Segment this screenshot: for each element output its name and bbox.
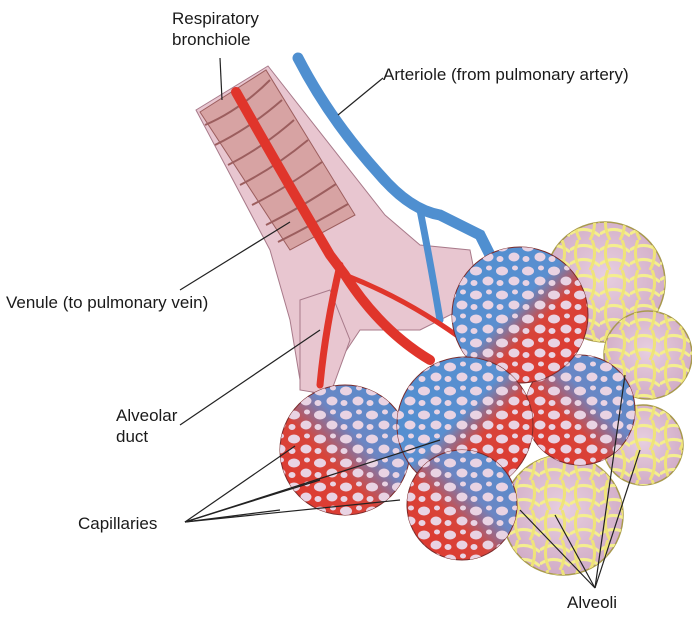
alveoli-label: Alveoli (567, 592, 617, 613)
alveolar-duct-label-line1: Alveolar (116, 405, 177, 426)
venule-label: Venule (to pulmonary vein) (6, 292, 208, 313)
arteriole-label: Arteriole (from pulmonary artery) (383, 64, 629, 85)
capillaries-label: Capillaries (78, 513, 157, 534)
alveolar-duct-label: Alveolar duct (116, 405, 177, 447)
alveolar-duct-label-line2: duct (116, 426, 177, 447)
respiratory-bronchiole-label-line1: Respiratory (172, 8, 259, 29)
respiratory-bronchiole-label: Respiratory bronchiole (172, 8, 259, 50)
respiratory-bronchiole-label-line2: bronchiole (172, 29, 259, 50)
